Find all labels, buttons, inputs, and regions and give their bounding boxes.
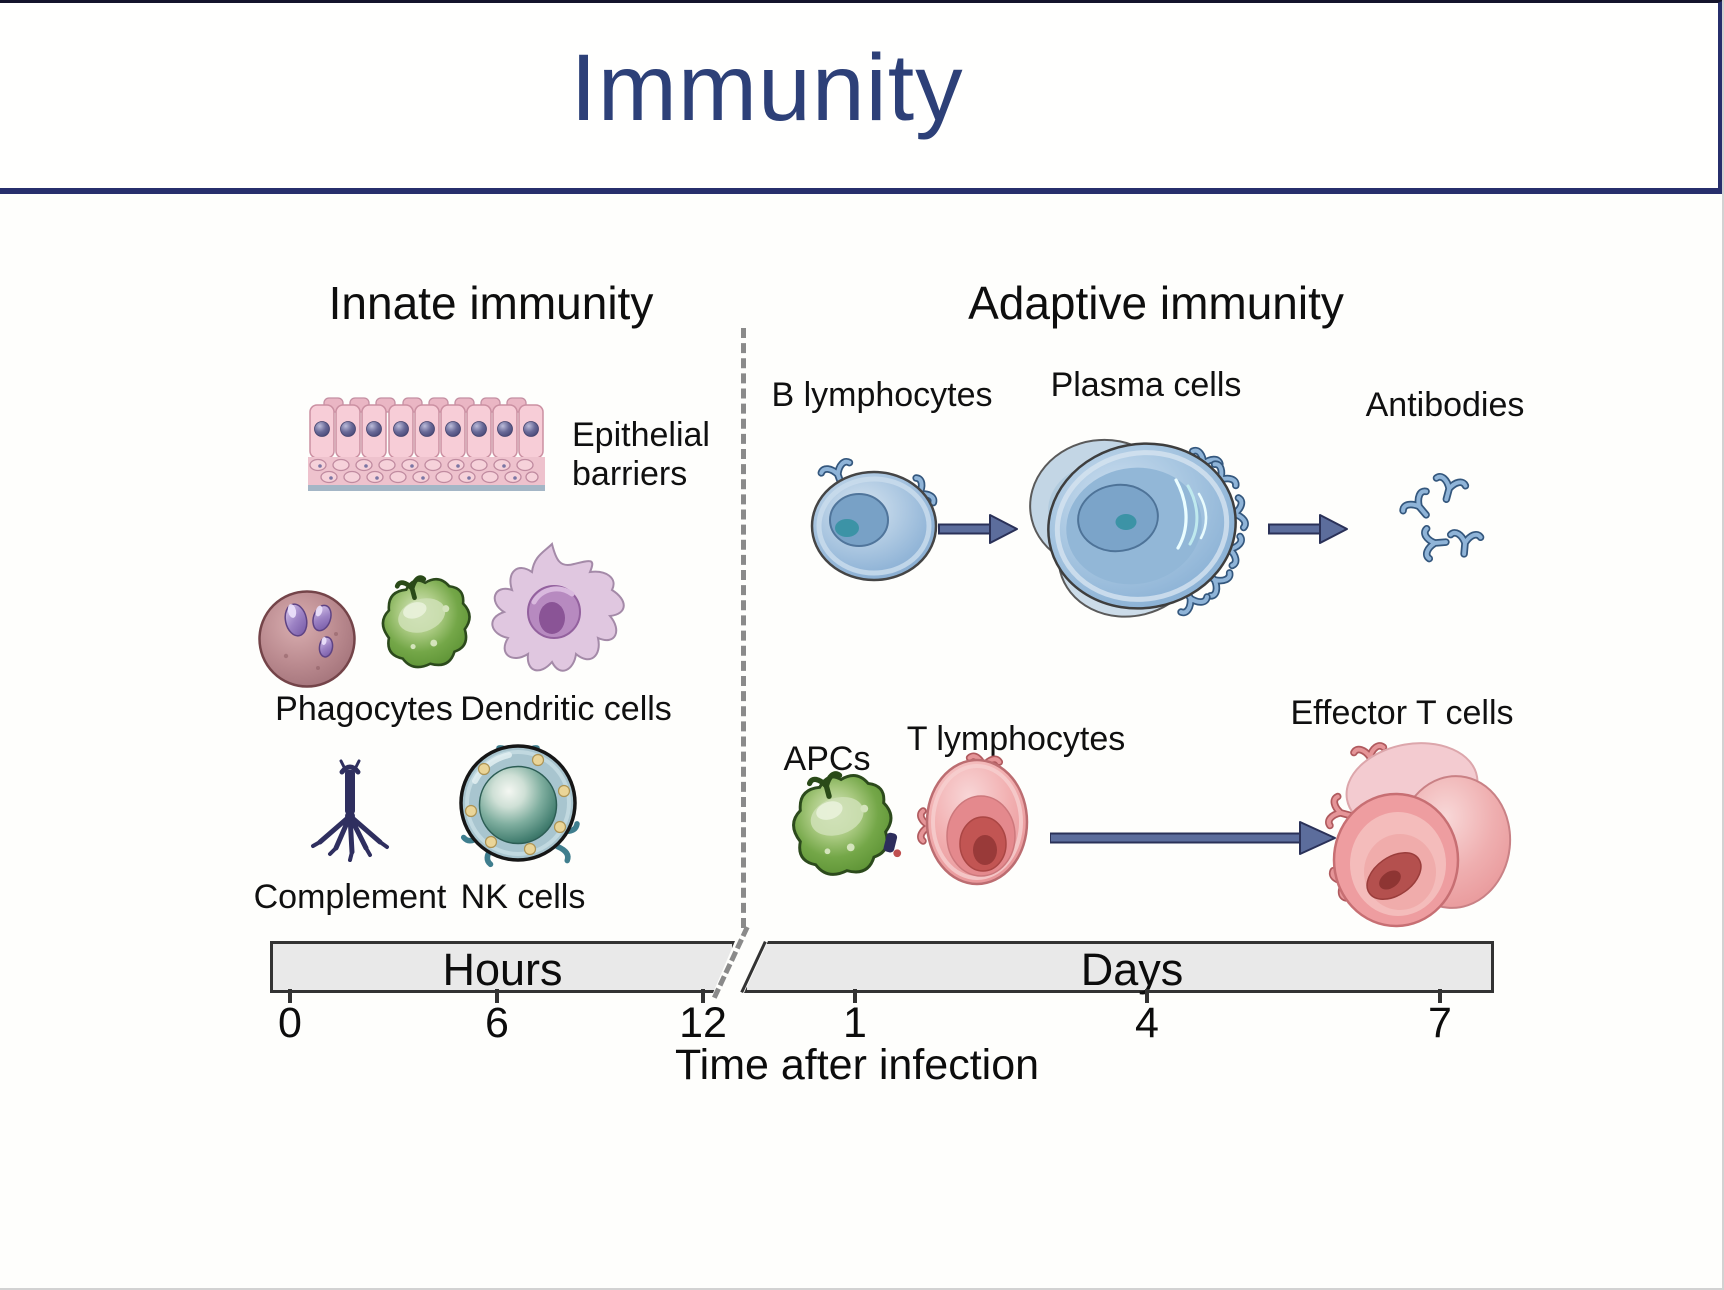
tick-label: 7 bbox=[1428, 999, 1452, 1047]
label-epithelial-barriers: Epithelial barriers bbox=[572, 416, 710, 493]
hours-bar bbox=[270, 941, 735, 993]
label-effector-t-cells: Effector T cells bbox=[1290, 694, 1514, 732]
axis-tick bbox=[288, 989, 292, 1003]
axis-tick bbox=[1438, 989, 1442, 1003]
tick-label: 0 bbox=[278, 999, 302, 1047]
apc-cell-icon bbox=[779, 754, 902, 902]
label-plasma-cells: Plasma cells bbox=[1050, 366, 1242, 404]
title-banner bbox=[0, 0, 1722, 194]
axis-tick bbox=[1145, 989, 1149, 1003]
adaptive-heading: Adaptive immunity bbox=[968, 277, 1344, 329]
label-nk-cells: NK cells bbox=[460, 878, 586, 916]
hours-bar-label: Hours bbox=[442, 944, 563, 995]
phagocyte-cell-icon bbox=[258, 590, 356, 688]
plasma-cell-icon bbox=[1029, 438, 1262, 628]
axis-tick bbox=[495, 989, 499, 1003]
axis-tick bbox=[701, 989, 705, 1003]
tick-label: 4 bbox=[1135, 999, 1159, 1047]
label-dendritic-cells: Dendritic cells bbox=[460, 690, 672, 728]
effector-t-cells-icon bbox=[1316, 726, 1512, 928]
axis-tick bbox=[853, 989, 857, 1003]
epithelial-barrier-illustration bbox=[308, 397, 545, 491]
slide-title: Immunity bbox=[570, 35, 964, 141]
label-antibodies: Antibodies bbox=[1365, 386, 1525, 424]
axis-label: Time after infection bbox=[674, 1041, 1040, 1089]
complement-icon bbox=[311, 759, 389, 862]
t-lymphocyte-icon bbox=[905, 738, 1029, 886]
arrow-icon bbox=[1050, 821, 1336, 855]
innate-heading: Innate immunity bbox=[328, 277, 654, 329]
macrophage-cell-icon bbox=[370, 560, 482, 690]
days-bar bbox=[744, 941, 1494, 993]
b-lymphocyte-icon bbox=[810, 446, 944, 582]
tick-label: 12 bbox=[679, 999, 727, 1047]
label-b-lymphocytes: B lymphocytes bbox=[771, 376, 993, 414]
tick-label: 6 bbox=[485, 999, 509, 1047]
dendritic-cell-icon bbox=[491, 542, 625, 672]
label-phagocytes: Phagocytes bbox=[275, 690, 453, 728]
tick-label: 1 bbox=[843, 999, 867, 1047]
label-t-lymphocytes: T lymphocytes bbox=[906, 720, 1126, 758]
label-apcs: APCs bbox=[783, 740, 871, 778]
arrow-icon bbox=[1268, 514, 1348, 544]
divider-dashed-line bbox=[741, 328, 746, 928]
antibody-icons bbox=[1386, 452, 1504, 570]
days-bar-label: Days bbox=[1080, 944, 1184, 995]
arrow-icon bbox=[938, 514, 1018, 544]
nk-cell-icon bbox=[459, 744, 589, 875]
label-complement: Complement bbox=[253, 878, 447, 916]
